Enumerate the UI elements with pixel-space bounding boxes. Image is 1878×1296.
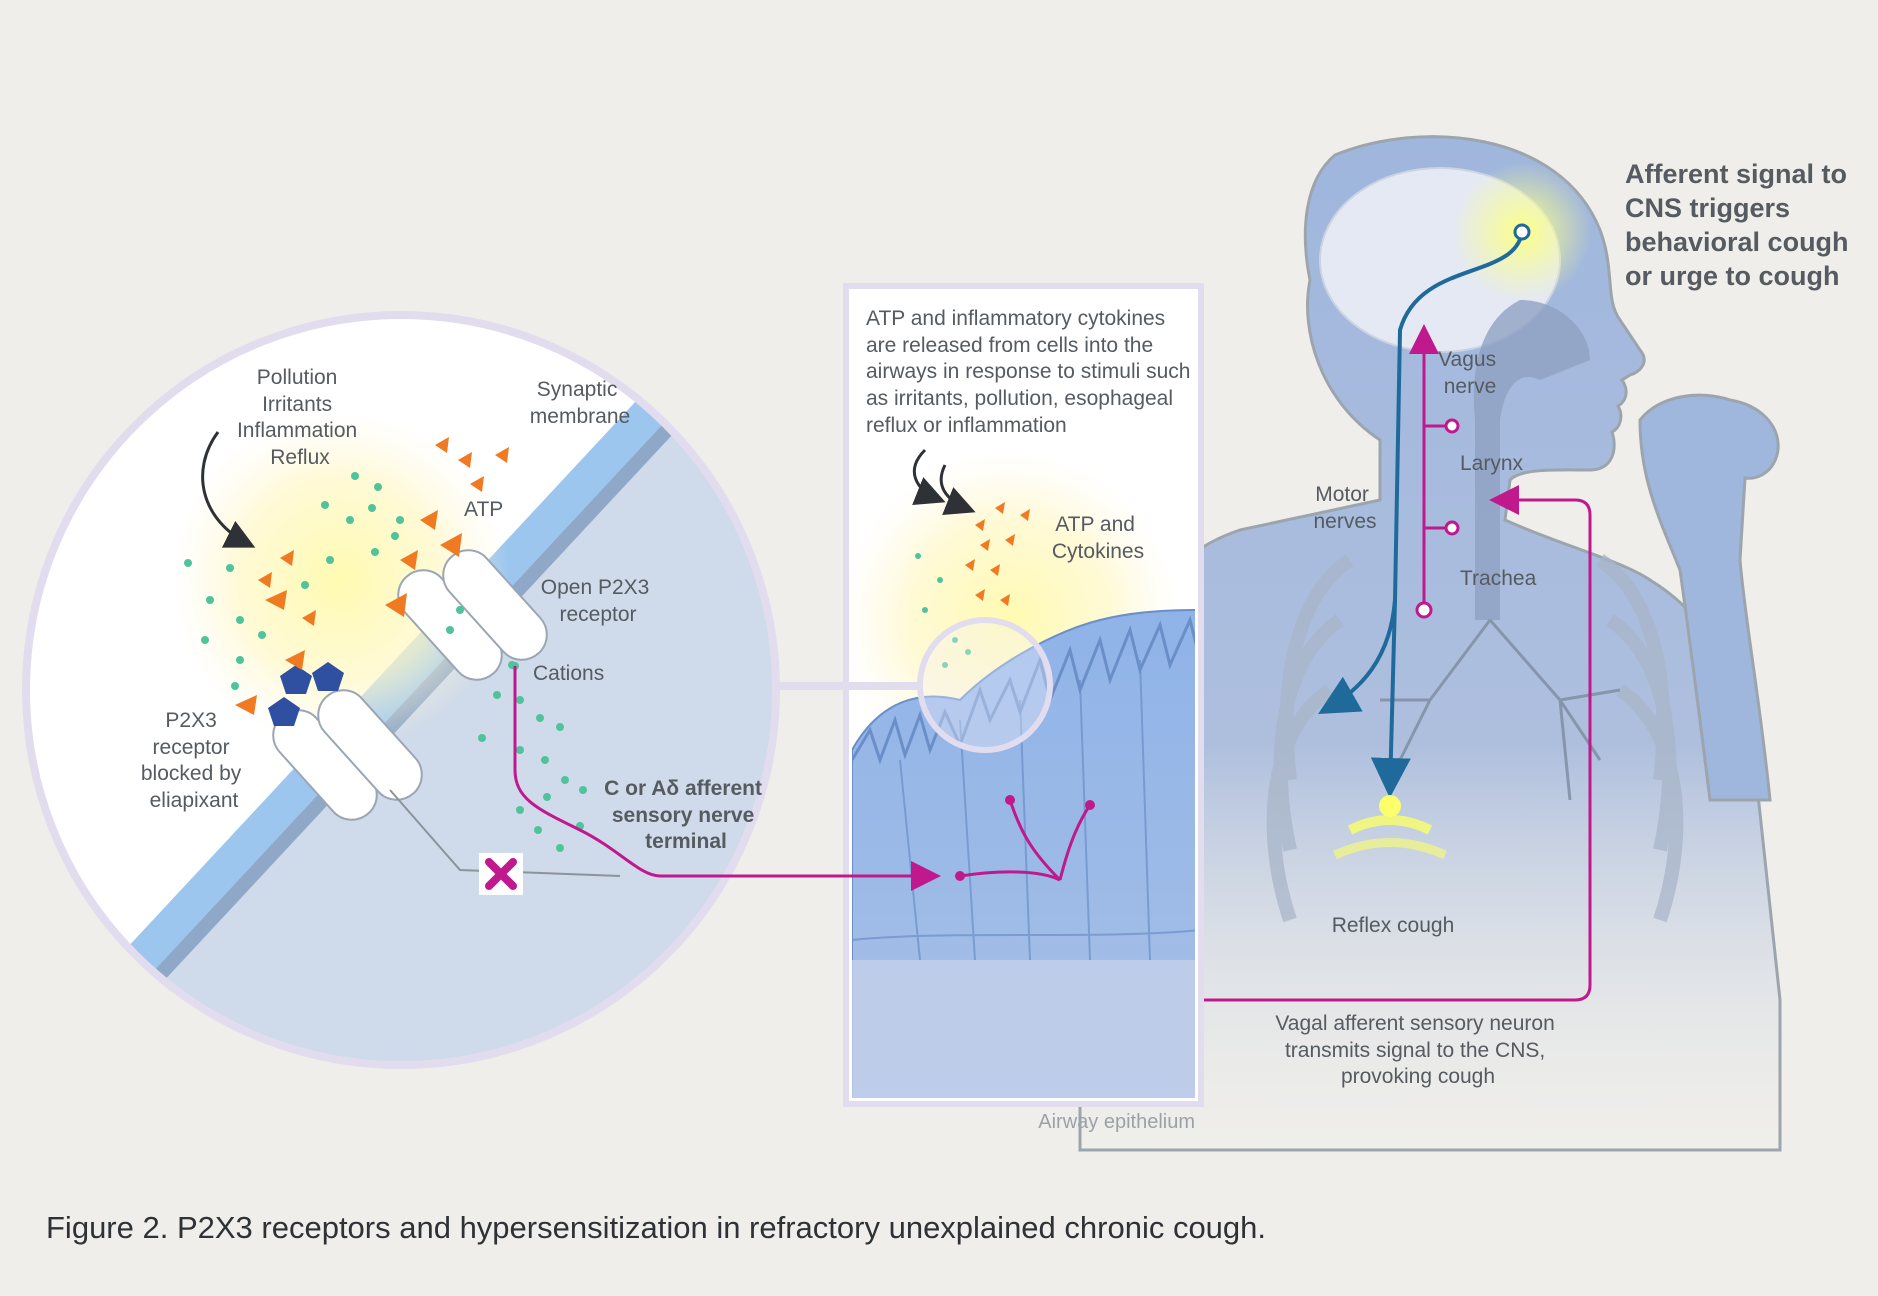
blocked-receptor-label: P2X3 receptor blocked by eliapixant	[141, 709, 247, 812]
atp-molecules	[235, 437, 509, 715]
label-line: transmits signal to the CNS,	[1285, 1039, 1545, 1062]
panel-nerve-tip-3	[955, 871, 965, 881]
nerve-terminal-label: C or Aδ afferent sensory nerve terminal	[604, 777, 768, 853]
panel-description: ATP and inflammatory cytokines are relea…	[866, 307, 1196, 437]
open-receptor-label: Open P2X3 receptor	[541, 576, 655, 626]
label-line: blocked by	[141, 762, 242, 785]
stimuli-line: Pollution	[257, 366, 338, 389]
label-line: airways in response to stimuli such	[866, 360, 1190, 383]
label-line: Synaptic	[537, 378, 618, 401]
stimulus-arrow	[201, 431, 256, 548]
blocked-signal-line	[389, 789, 621, 877]
motor-nerves-label: Motor nerves	[1313, 483, 1376, 533]
label-line: or urge to cough	[1625, 261, 1839, 291]
airway-trachea	[1473, 300, 1590, 620]
label-line: as irritants, pollution, esophageal	[866, 387, 1173, 410]
cough-wave-2	[1333, 838, 1447, 860]
label-line: Cytokines	[1052, 540, 1144, 563]
label-line: reflux or inflammation	[866, 414, 1067, 437]
label-line: C or Aδ afferent	[604, 777, 762, 800]
vagal-afferent-label: Vagal afferent sensory neuron transmits …	[1275, 1012, 1560, 1088]
afferent-signal-label: Afferent signal to CNS triggers behavior…	[1625, 159, 1856, 291]
label-line: sensory nerve	[612, 804, 754, 827]
cations-label: Cations	[533, 662, 604, 685]
larynx-label: Larynx	[1460, 452, 1524, 475]
label-line: Vagal afferent sensory neuron	[1275, 1012, 1554, 1035]
brain-node	[1513, 223, 1531, 241]
stimuli-line: Reflux	[270, 446, 330, 469]
panel-cation-dots	[915, 553, 971, 668]
panel-stimulus-arrow-2	[939, 464, 976, 516]
label-line: Vagus	[1438, 348, 1496, 371]
label-line: provoking cough	[1341, 1065, 1495, 1088]
label-line: Motor	[1315, 483, 1369, 506]
label-line: ATP and	[1055, 513, 1135, 536]
label-line: receptor	[153, 736, 230, 759]
panel-stimulus-arrow-1	[912, 448, 946, 505]
label-line: eliapixant	[150, 789, 239, 812]
eliapixant-molecules	[268, 662, 344, 726]
atp-glow	[170, 410, 510, 750]
cell-walls	[852, 659, 1195, 961]
reflex-cough-label: Reflex cough	[1332, 914, 1455, 937]
label-line: receptor	[559, 603, 636, 626]
label-line: nerves	[1313, 510, 1376, 533]
label-line: behavioral cough	[1625, 227, 1849, 257]
motor-nerve-path	[1318, 231, 1524, 798]
trachea-node	[1415, 601, 1433, 619]
zoom-circle-border	[22, 311, 780, 1069]
magnifier-circle	[917, 617, 1053, 753]
submucosa	[852, 960, 1195, 1098]
label-line: nerve	[1444, 375, 1497, 398]
panel-nerve-tip-2	[1085, 800, 1095, 810]
atp-cytokines-label: ATP and Cytokines	[1052, 513, 1144, 563]
open-p2x3-receptor	[397, 549, 548, 681]
cation-dots	[184, 472, 587, 852]
body-labels: Afferent signal to CNS triggers behavior…	[1275, 159, 1856, 1088]
human-body-illustration	[1078, 135, 1782, 1152]
label-line: P2X3	[165, 709, 216, 732]
panel-atp-molecules	[965, 502, 1030, 606]
epithelium-panel	[777, 283, 1204, 1107]
stimuli-line: Irritants	[262, 393, 332, 416]
nerve-terminal-path	[513, 666, 661, 878]
trachea-label: Trachea	[1460, 567, 1537, 590]
x-icon	[485, 858, 517, 890]
bronchial-tree	[1380, 619, 1621, 801]
zoom-labels: Pollution Irritants Inflammation Reflux …	[141, 366, 768, 853]
cough-wave-1	[1347, 815, 1433, 835]
vagus-nerve-label: Vagus nerve	[1438, 348, 1502, 398]
label-line: terminal	[645, 830, 727, 853]
trachea-node-upper	[1444, 520, 1460, 536]
label-line: membrane	[530, 405, 630, 428]
label-line: Afferent signal to	[1625, 159, 1847, 189]
panel-labels: ATP and inflammatory cytokines are relea…	[866, 307, 1196, 1133]
blocked-p2x3-receptor	[272, 689, 423, 821]
zoom-circle	[22, 311, 780, 1069]
panel-nerve-branches	[959, 799, 1092, 882]
synaptic-membrane-label: Synaptic membrane	[530, 378, 630, 428]
stimuli-label: Pollution Irritants Inflammation Reflux	[237, 366, 363, 469]
label-line: ATP and inflammatory cytokines	[866, 307, 1165, 330]
label-line: Open P2X3	[541, 576, 650, 599]
figure-caption: Figure 2. P2X3 receptors and hypersensit…	[46, 1210, 1266, 1245]
larynx-node	[1444, 418, 1460, 434]
reflex-cough-source	[1379, 795, 1401, 817]
label-line: CNS triggers	[1625, 193, 1790, 223]
ribcage	[1266, 554, 1684, 923]
stimuli-line: Inflammation	[237, 419, 357, 442]
atp-label: ATP	[464, 498, 503, 521]
label-line: are released from cells into the	[866, 334, 1153, 357]
panel-nerve-tip-1	[1005, 795, 1015, 805]
airway-epithelium-label: Airway epithelium	[1038, 1111, 1195, 1133]
raised-fist	[1638, 393, 1780, 802]
